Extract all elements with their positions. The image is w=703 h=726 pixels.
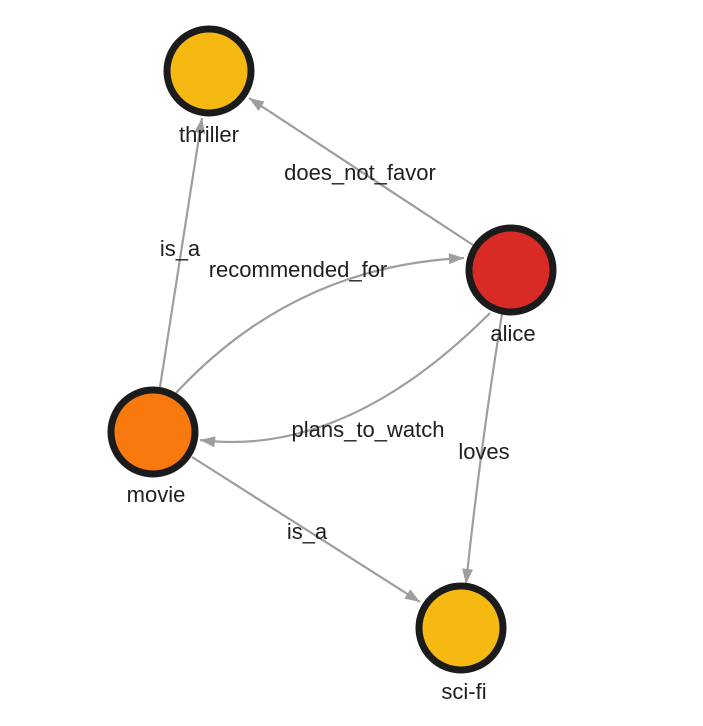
node-layer <box>107 25 557 674</box>
edge-label-recommended-for: recommended_for <box>209 257 388 282</box>
node-alice[interactable] <box>465 224 557 316</box>
edge-alice-movie <box>199 312 491 448</box>
node-label-alice: alice <box>490 321 535 346</box>
node-thriller[interactable] <box>163 25 255 117</box>
edge-movie-thriller <box>158 117 206 388</box>
edge-label-does-not-favor: does_not_favor <box>284 160 436 185</box>
node-label-movie: movie <box>127 482 186 507</box>
edge-label-is-a-thriller: is_a <box>160 236 201 261</box>
edge-label-layer: is_a does_not_favor recommended_for plan… <box>160 160 510 544</box>
edge-alice-thriller <box>248 97 474 246</box>
node-scifi[interactable] <box>415 582 507 674</box>
node-label-thriller: thriller <box>179 122 239 147</box>
edge-alice-scifi <box>462 313 504 585</box>
edge-movie-alice <box>175 253 465 394</box>
edge-label-is-a-scifi: is_a <box>287 519 328 544</box>
node-label-scifi: sci-fi <box>441 679 486 704</box>
node-label-layer: thriller alice movie sci-fi <box>127 122 536 704</box>
node-movie[interactable] <box>107 386 199 478</box>
edge-movie-scifi <box>191 456 421 603</box>
edge-label-plans-to-watch: plans_to_watch <box>292 417 445 442</box>
edge-layer <box>158 97 504 603</box>
edge-label-loves: loves <box>458 439 509 464</box>
